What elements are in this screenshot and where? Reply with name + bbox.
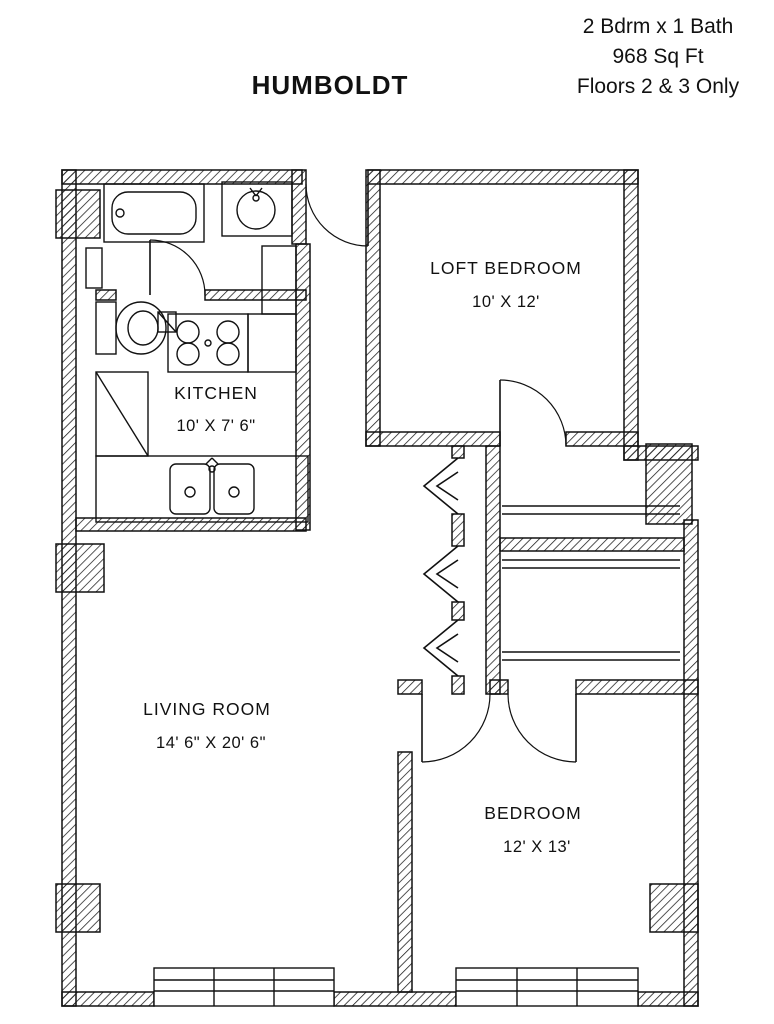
bedroom-dimensions: 12' X 13' xyxy=(503,838,571,856)
wall-bedroom-top-c xyxy=(575,679,699,695)
wall-bedroom-left xyxy=(397,751,413,993)
bedroom-door xyxy=(507,693,577,763)
refrigerator xyxy=(95,371,149,457)
wall-bedroom-top-b xyxy=(489,679,509,695)
wall-closet-middle xyxy=(485,445,501,695)
bathroom-door-swing-arc xyxy=(149,239,206,296)
kitchen-double-sink xyxy=(169,457,255,515)
wall-loft-bottom-left xyxy=(365,431,501,447)
loft-bedroom-door xyxy=(499,379,567,447)
loft-bedroom-dimensions: 10' X 12' xyxy=(472,293,540,311)
bathroom-sink xyxy=(221,181,293,237)
bifold-closet-door-1 xyxy=(422,457,459,515)
wall-bottom-b xyxy=(333,991,457,1007)
plan-info-sqft: 968 Sq Ft xyxy=(612,45,704,68)
windows xyxy=(153,967,639,1007)
kitchen-fixtures xyxy=(95,245,309,523)
closets xyxy=(422,457,680,677)
bathroom-door xyxy=(149,239,206,296)
plan-info-floors: Floors 2 & 3 Only xyxy=(576,75,740,98)
loft-bedroom-door-swing-arc xyxy=(499,379,567,447)
wall-top-right xyxy=(367,169,639,185)
closet-front-stub-4 xyxy=(451,675,465,695)
wall-kitchen-bottom xyxy=(75,517,307,532)
bedroom-window xyxy=(455,967,639,1007)
toilet xyxy=(95,301,167,355)
bifold-closet-door-2 xyxy=(422,545,459,603)
living-room-dimensions: 14' 6" X 20' 6" xyxy=(156,734,266,752)
column-left-middle xyxy=(55,543,105,593)
plan-info-beds-baths: 2 Bdrm x 1 Bath xyxy=(582,15,734,38)
closet-front-stub-2 xyxy=(451,513,465,547)
bathroom-fixtures xyxy=(85,181,293,355)
wall-entry-vertical xyxy=(291,169,307,245)
wall-right-upper xyxy=(623,169,639,461)
wall-closet-divider xyxy=(499,537,685,552)
wall-bath-divider-stub xyxy=(95,289,117,301)
living-room-label: LIVING ROOM xyxy=(143,699,271,719)
column-left-top xyxy=(55,189,101,239)
wall-niche xyxy=(85,247,103,289)
wall-bedroom-top-a xyxy=(397,679,423,695)
room-labels: LOFT BEDROOM 10' X 12' KITCHEN 10' X 7' … xyxy=(143,258,582,856)
wall-bath-divider xyxy=(204,289,307,301)
plan-info: 2 Bdrm x 1 Bath 968 Sq Ft Floors 2 & 3 O… xyxy=(546,12,770,102)
kitchen-counter-bottom xyxy=(95,455,309,523)
hall-door-swing-arc xyxy=(421,693,491,763)
hall-door xyxy=(421,693,491,763)
kitchen-pantry-cabinet xyxy=(261,245,297,315)
plan-title: HUMBOLDT xyxy=(251,70,409,100)
wall-right-lower xyxy=(683,519,699,1007)
doors xyxy=(149,183,577,763)
bedroom-label: BEDROOM xyxy=(484,803,581,823)
column-right-bottom xyxy=(649,883,699,933)
kitchen-dimensions: 10' X 7' 6" xyxy=(176,417,255,435)
closet-front-stub-3 xyxy=(451,601,465,621)
wall-bottom-a xyxy=(61,991,155,1007)
structural-columns xyxy=(55,189,699,933)
wall-loft-bottom-right xyxy=(565,431,639,447)
kitchen-label: KITCHEN xyxy=(174,383,258,403)
loft-bedroom-label: LOFT BEDROOM xyxy=(430,258,582,278)
column-right-middle xyxy=(645,443,693,525)
bifold-closet-door-3 xyxy=(422,619,459,677)
interior-walls xyxy=(75,169,699,993)
bathtub xyxy=(103,183,205,243)
living-room-window xyxy=(153,967,335,1007)
stove xyxy=(167,313,249,373)
toilet-paper-holder xyxy=(157,311,177,333)
bedroom-door-swing-arc xyxy=(507,693,577,763)
entry-door-swing-arc xyxy=(305,183,369,247)
kitchen-counter-right xyxy=(247,313,297,373)
column-left-bottom xyxy=(55,883,101,933)
closet-shelves xyxy=(502,505,680,661)
closet-front-stub-1 xyxy=(451,445,465,459)
entry-door xyxy=(305,183,369,247)
